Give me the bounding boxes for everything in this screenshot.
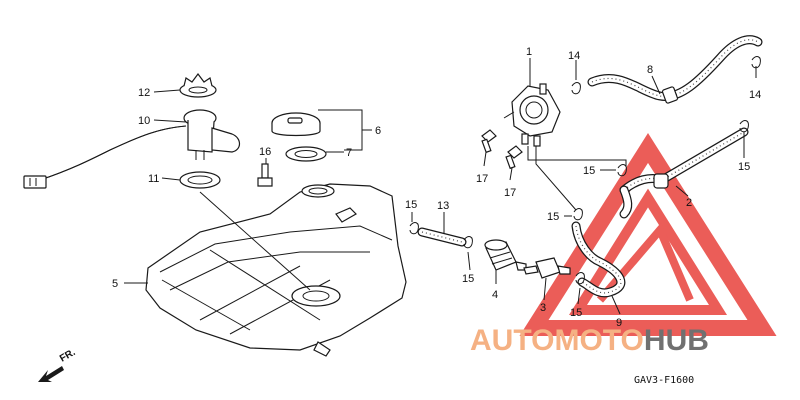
callout-11: 11 — [148, 173, 159, 185]
callout-15b: 15 — [583, 165, 595, 177]
callout-10: 10 — [138, 115, 150, 127]
callout-9: 9 — [616, 317, 622, 329]
callout-4: 4 — [492, 289, 498, 301]
bolt-17a — [481, 129, 497, 154]
callout-15f: 15 — [570, 307, 582, 319]
callout-14a: 14 — [568, 50, 580, 62]
fuel-valve — [523, 257, 571, 279]
fuel-cap-gasket — [285, 146, 327, 162]
callout-17b: 17 — [504, 187, 516, 199]
callout-13: 13 — [437, 200, 449, 212]
clip-15a — [739, 120, 749, 133]
clip-14b — [751, 56, 761, 69]
direction-label: FR. — [58, 347, 78, 365]
callout-labels: 1 2 3 4 5 6 7 8 9 10 11 12 13 14 14 15 1… — [112, 46, 761, 329]
clip-15c — [573, 208, 583, 221]
bolt — [257, 163, 273, 187]
fuel-hose-9 — [571, 221, 626, 298]
watermark-part-moto: MOTO — [554, 324, 643, 357]
callout-6: 6 — [375, 125, 381, 137]
fuel-gauge-sender — [23, 109, 241, 189]
callout-17a: 17 — [476, 173, 488, 185]
callout-15e: 15 — [462, 273, 474, 285]
fuel-pump — [503, 83, 561, 147]
callout-7: 7 — [346, 147, 352, 159]
callout-16: 16 — [259, 146, 271, 158]
clip-15e — [463, 236, 473, 249]
fuel-tank — [145, 183, 407, 357]
diagram-code: GAV3-F1600 — [634, 375, 694, 386]
bolt-17b — [505, 145, 523, 170]
fuel-hose-2 — [619, 127, 749, 219]
callout-14b: 14 — [749, 89, 761, 101]
front-direction-arrow-icon: FR. — [38, 347, 78, 382]
callout-15a: 15 — [738, 161, 750, 173]
callout-3: 3 — [540, 302, 546, 314]
fuel-hose-8 — [587, 35, 763, 104]
callout-1: 1 — [526, 46, 532, 58]
callout-5: 5 — [112, 278, 118, 290]
svg-text:AUTOMOTOHUB: AUTOMOTOHUB — [470, 324, 709, 357]
callout-2: 2 — [686, 197, 692, 209]
callout-12: 12 — [138, 87, 150, 99]
callout-8: 8 — [647, 64, 653, 76]
fuel-cap — [271, 112, 321, 137]
callout-15d: 15 — [405, 199, 417, 211]
clip-14a — [571, 82, 581, 95]
lock-ring — [179, 73, 217, 98]
clip-15d — [409, 222, 419, 235]
watermark-part-auto: AUTO — [470, 324, 554, 357]
fuel-hose-13 — [417, 227, 467, 247]
gasket — [179, 171, 221, 189]
watermark-text: AUTOMOTOHUB — [470, 324, 709, 357]
watermark-part-hub: HUB — [644, 324, 709, 357]
clip-15f — [575, 272, 585, 285]
callout-15c: 15 — [547, 211, 559, 223]
leader-lines — [124, 58, 757, 315]
fuel-filter — [484, 239, 527, 271]
clip-15b — [617, 164, 627, 177]
